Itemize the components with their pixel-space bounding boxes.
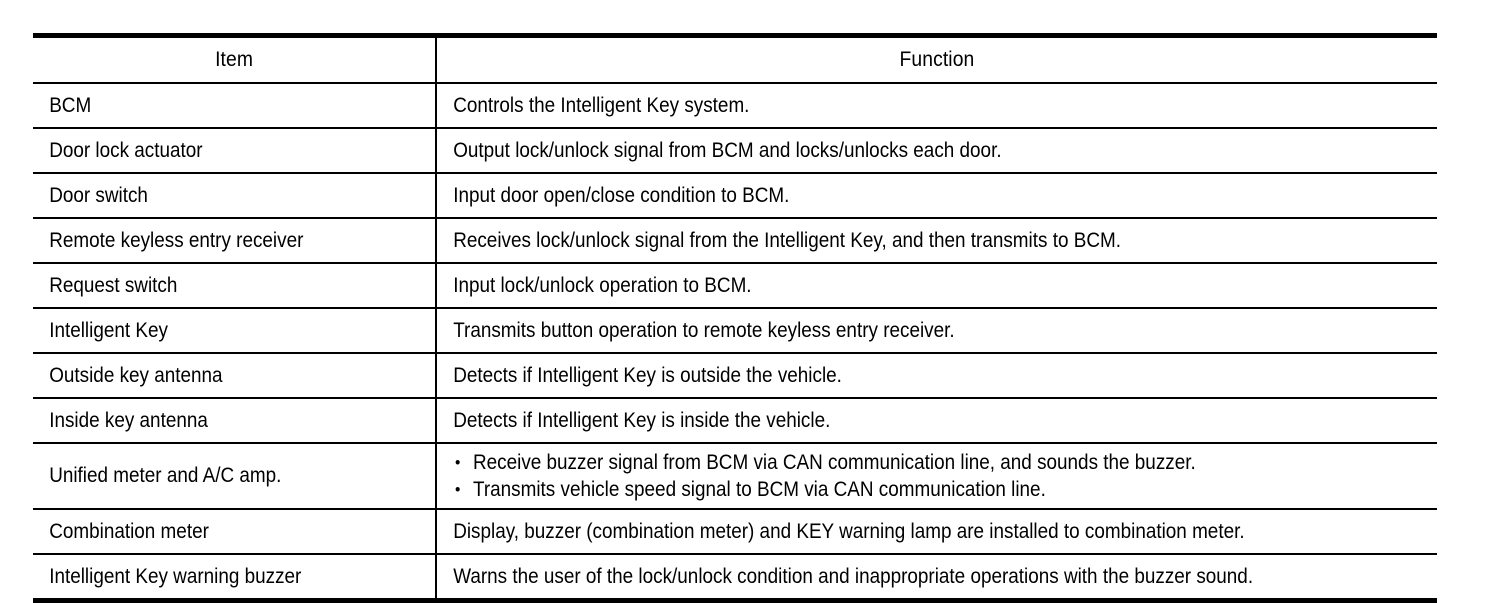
cell-item: Intelligent Key warning buzzer — [33, 554, 437, 601]
item-label: Unified meter and A/C amp. — [49, 464, 282, 487]
item-label: Intelligent Key — [49, 318, 168, 342]
item-label: Door lock actuator — [49, 138, 203, 162]
function-text: Warns the user of the lock/unlock condit… — [453, 564, 1254, 588]
cell-item: Outside key antenna — [33, 353, 437, 399]
table-row: Combination meter Display, buzzer (combin… — [33, 509, 1437, 555]
item-label: Request switch — [49, 273, 178, 297]
function-text: Output lock/unlock signal from BCM and l… — [453, 138, 1002, 162]
function-text: Input lock/unlock operation to BCM. — [453, 273, 752, 297]
cell-function: Receives lock/unlock signal from the Int… — [436, 218, 1437, 264]
item-label: Combination meter — [49, 519, 209, 543]
function-bullet-item: Transmits vehicle speed signal to BCM vi… — [453, 476, 1330, 503]
function-text: Detects if Intelligent Key is inside the… — [453, 408, 831, 432]
table-row: Unified meter and A/C amp. Receive buzzer… — [33, 443, 1437, 510]
table-row: Remote keyless entry receiver Receives lo… — [33, 218, 1437, 264]
function-text: Input door open/close condition to BCM. — [453, 183, 790, 207]
function-text: Transmits button operation to remote key… — [453, 318, 955, 342]
column-header-function: Function — [476, 35, 1397, 84]
item-label: Remote keyless entry receiver — [49, 228, 304, 252]
item-label: Outside key antenna — [49, 363, 223, 387]
table-row: Door lock actuator Output lock/unlock sig… — [33, 128, 1437, 174]
table-row: Door switch Input door open/close conditi… — [33, 173, 1437, 219]
function-bullet-wrap: Receive buzzer signal from BCM via CAN c… — [437, 449, 1337, 503]
table-row: Inside key antenna Detects if Intelligent… — [33, 398, 1437, 444]
function-text: Receives lock/unlock signal from the Int… — [453, 228, 1121, 252]
cell-function: Controls the Intelligent Key system. — [436, 83, 1437, 129]
item-label: Door switch — [49, 183, 148, 207]
function-bullet-item: Receive buzzer signal from BCM via CAN c… — [453, 449, 1330, 476]
cell-item: Remote keyless entry receiver — [33, 218, 437, 264]
cell-function: Transmits button operation to remote key… — [436, 308, 1437, 354]
item-label: BCM — [49, 93, 92, 117]
cell-function: Input door open/close condition to BCM. — [436, 173, 1437, 219]
cell-function: Receive buzzer signal from BCM via CAN c… — [436, 443, 1437, 510]
cell-item: Combination meter — [33, 509, 437, 555]
item-label: Inside key antenna — [49, 408, 208, 432]
function-text: Controls the Intelligent Key system. — [453, 93, 750, 117]
function-text: Display, buzzer (combination meter) and … — [453, 519, 1245, 543]
cell-function: Detects if Intelligent Key is inside the… — [436, 398, 1437, 444]
cell-function: Output lock/unlock signal from BCM and l… — [436, 128, 1437, 174]
table-row: Request switch Input lock/unlock operatio… — [33, 263, 1437, 309]
table-header: Item Function — [33, 35, 1437, 84]
table-row: BCM Controls the Intelligent Key system. — [33, 83, 1437, 129]
cell-function: Input lock/unlock operation to BCM. — [436, 263, 1437, 309]
cell-item: Request switch — [33, 263, 437, 309]
table-header-row: Item Function — [33, 35, 1437, 84]
cell-item: Door switch — [33, 173, 437, 219]
page-root: Item Function BCM Controls the Intelligen… — [0, 0, 1504, 590]
cell-item: Intelligent Key — [33, 308, 437, 354]
component-function-table: Item Function BCM Controls the Intelligen… — [33, 33, 1437, 603]
table-row: Intelligent Key Transmits button operatio… — [33, 308, 1437, 354]
cell-function: Detects if Intelligent Key is outside th… — [436, 353, 1437, 399]
function-text: Detects if Intelligent Key is outside th… — [453, 363, 842, 387]
cell-item: BCM — [33, 83, 437, 129]
table-row: Outside key antenna Detects if Intelligen… — [33, 353, 1437, 399]
table-body: BCM Controls the Intelligent Key system. D… — [33, 83, 1437, 601]
cell-function: Warns the user of the lock/unlock condit… — [436, 554, 1437, 601]
table-row: Intelligent Key warning buzzer Warns the … — [33, 554, 1437, 601]
spec-table-container: Item Function BCM Controls the Intelligen… — [33, 33, 1437, 603]
function-bullet-list: Receive buzzer signal from BCM via CAN c… — [453, 449, 1330, 503]
cell-function: Display, buzzer (combination meter) and … — [436, 509, 1437, 555]
cell-item: Unified meter and A/C amp. — [33, 443, 437, 510]
cell-item: Door lock actuator — [33, 128, 437, 174]
cell-item: Inside key antenna — [33, 398, 437, 444]
item-label: Intelligent Key warning buzzer — [49, 564, 302, 588]
column-header-item: Item — [49, 35, 421, 84]
